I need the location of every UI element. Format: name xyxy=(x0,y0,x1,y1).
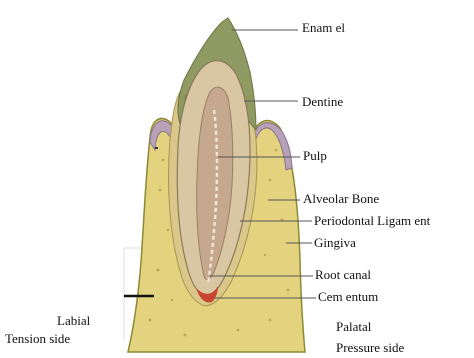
label-enamel: Enam el xyxy=(302,20,345,35)
label-pulp: Pulp xyxy=(303,148,327,163)
label-palatal: Palatal xyxy=(336,319,371,334)
label-dentine: Dentine xyxy=(302,94,343,109)
label-cementum: Cem entum xyxy=(318,289,378,304)
label-tension-side: Tension side xyxy=(5,331,70,346)
label-pressure-side: Pressure side xyxy=(336,340,404,355)
label-periodontal-ligament: Periodontal Ligam ent xyxy=(314,213,430,228)
label-alveolar-bone: Alveolar Bone xyxy=(303,191,379,206)
label-root-canal: Root canal xyxy=(315,267,371,282)
label-gingiva: Gingiva xyxy=(314,235,356,250)
label-labial: Labial xyxy=(57,313,90,328)
